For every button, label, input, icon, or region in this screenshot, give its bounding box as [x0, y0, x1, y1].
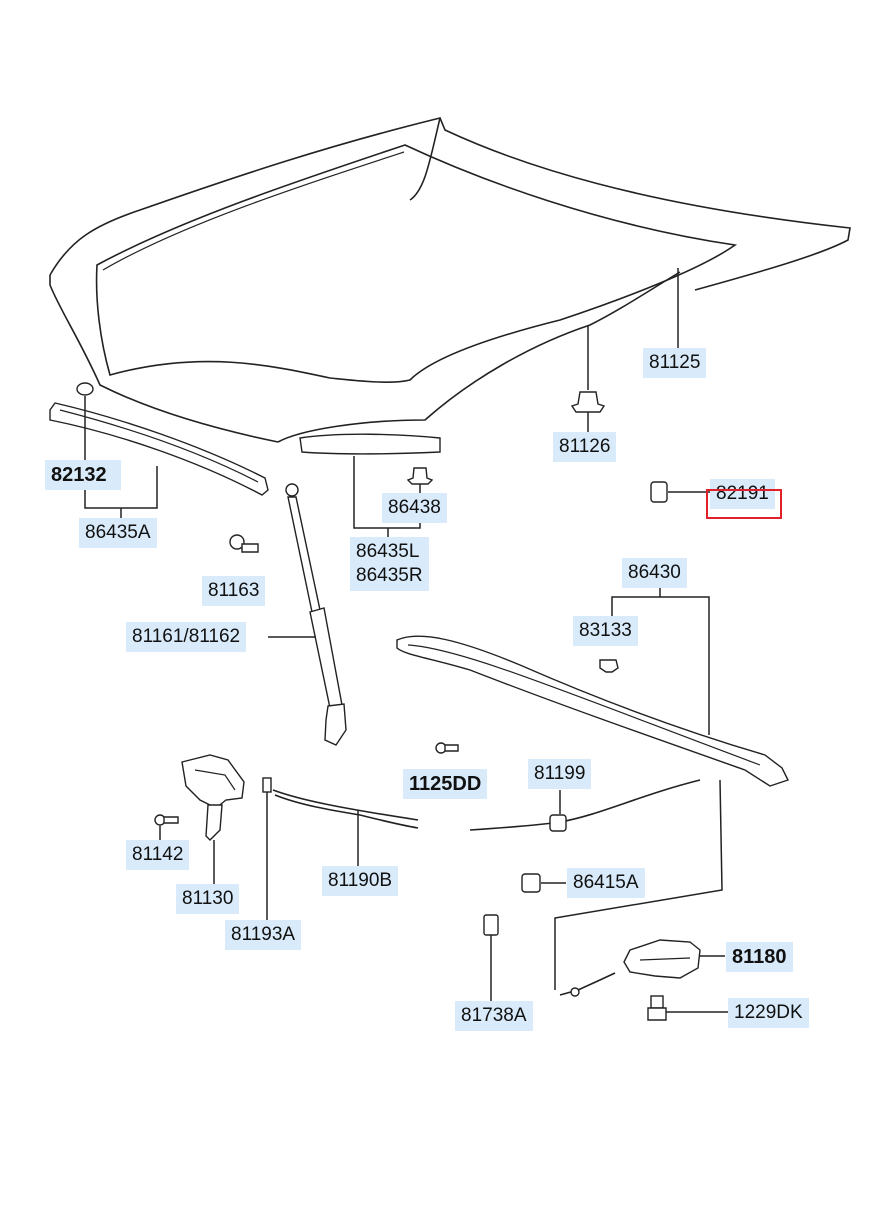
- clip-83133: [599, 659, 619, 673]
- bumper-81738A: [483, 914, 499, 1002]
- cable-81190B: [262, 777, 419, 922]
- hood-panel: [49, 117, 851, 443]
- part-label-81193A[interactable]: 81193A: [225, 920, 302, 950]
- bolt-1125DD: [435, 742, 459, 754]
- part-label-82132[interactable]: 82132: [45, 460, 121, 490]
- pad-82132: [76, 382, 94, 462]
- leader-86435LR: [353, 456, 421, 529]
- release-81180: [559, 939, 725, 997]
- part-label-81199[interactable]: 81199: [528, 759, 592, 789]
- gas-strut-81161: [268, 483, 347, 746]
- bolt-81163: [229, 534, 259, 553]
- part-label-81142[interactable]: 81142: [126, 840, 190, 870]
- bolt-1229DK: [647, 995, 728, 1021]
- weatherstrip-86435LR: [299, 433, 441, 455]
- part-label-86435LR[interactable]: 86435L 86435R: [350, 537, 429, 591]
- bolt-81142: [154, 814, 179, 842]
- part-label-81738A[interactable]: 81738A: [455, 1001, 533, 1031]
- part-label-86438[interactable]: 86438: [382, 493, 447, 523]
- cable-81199: [469, 779, 723, 990]
- part-label-86435A[interactable]: 86435A: [79, 518, 157, 548]
- part-label-81126[interactable]: 81126: [553, 432, 617, 462]
- bumper-82191: [650, 481, 714, 503]
- part-label-81180[interactable]: 81180: [726, 942, 793, 972]
- part-label-86430[interactable]: 86430: [622, 558, 687, 588]
- latch-81130: [181, 754, 245, 885]
- grommet-86415A: [521, 873, 566, 893]
- part-label-81163[interactable]: 81163: [202, 576, 266, 606]
- part-label-81130[interactable]: 81130: [176, 884, 240, 914]
- part-label-81190B[interactable]: 81190B: [322, 866, 399, 896]
- part-label-1125DD[interactable]: 1125DD: [403, 769, 488, 799]
- clip-81126: [570, 325, 606, 432]
- part-label-86415A[interactable]: 86415A: [567, 868, 645, 898]
- part-label-82191[interactable]: 82191: [710, 479, 775, 509]
- part-label-86435R: 86435R: [356, 565, 423, 586]
- part-label-1229DK[interactable]: 1229DK: [728, 998, 809, 1028]
- part-label-81161[interactable]: 81161/81162: [126, 622, 247, 652]
- part-label-86435L: 86435L: [356, 541, 420, 562]
- clip-86438: [406, 467, 434, 495]
- part-label-81125[interactable]: 81125: [643, 348, 707, 378]
- part-label-83133[interactable]: 83133: [573, 616, 638, 646]
